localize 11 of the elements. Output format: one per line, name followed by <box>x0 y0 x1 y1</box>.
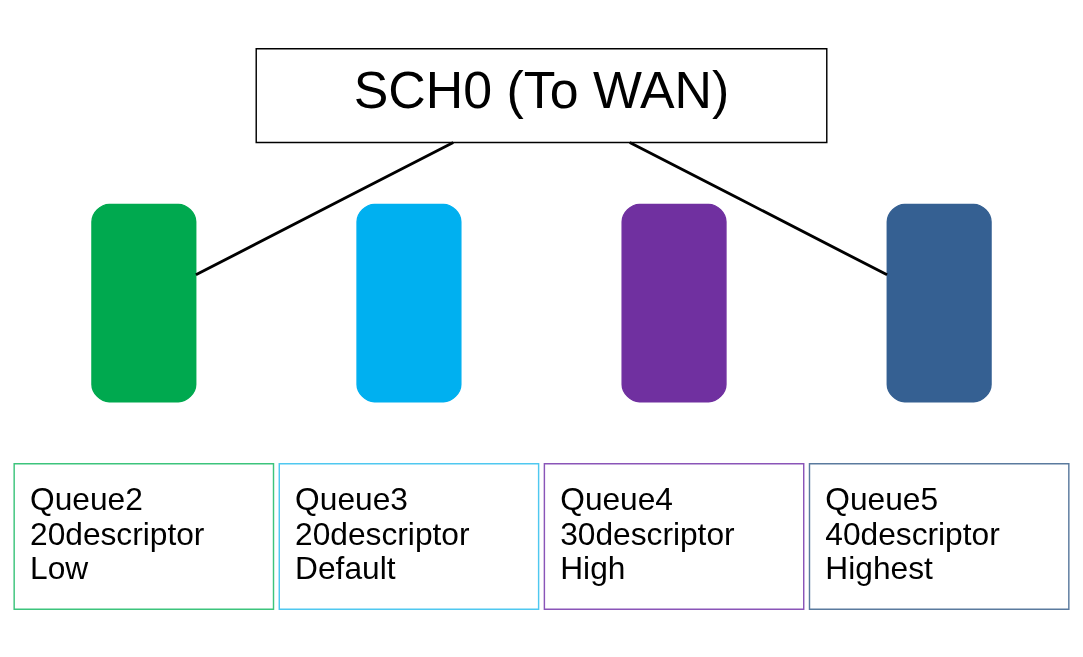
connector <box>629 140 888 276</box>
node-box: Queue4 30descriptor High <box>543 462 805 610</box>
node-box: SCH0 (To WAN) <box>255 47 828 143</box>
node-bar <box>356 203 462 402</box>
node-box: Queue5 40descriptor Highest <box>808 462 1070 610</box>
connector <box>195 140 454 276</box>
node-bar <box>621 203 727 402</box>
node-box: Queue2 20descriptor Low <box>13 462 275 610</box>
node-box: Queue3 20descriptor Default <box>278 462 540 610</box>
node-bar <box>886 203 992 402</box>
node-bar <box>91 203 197 402</box>
